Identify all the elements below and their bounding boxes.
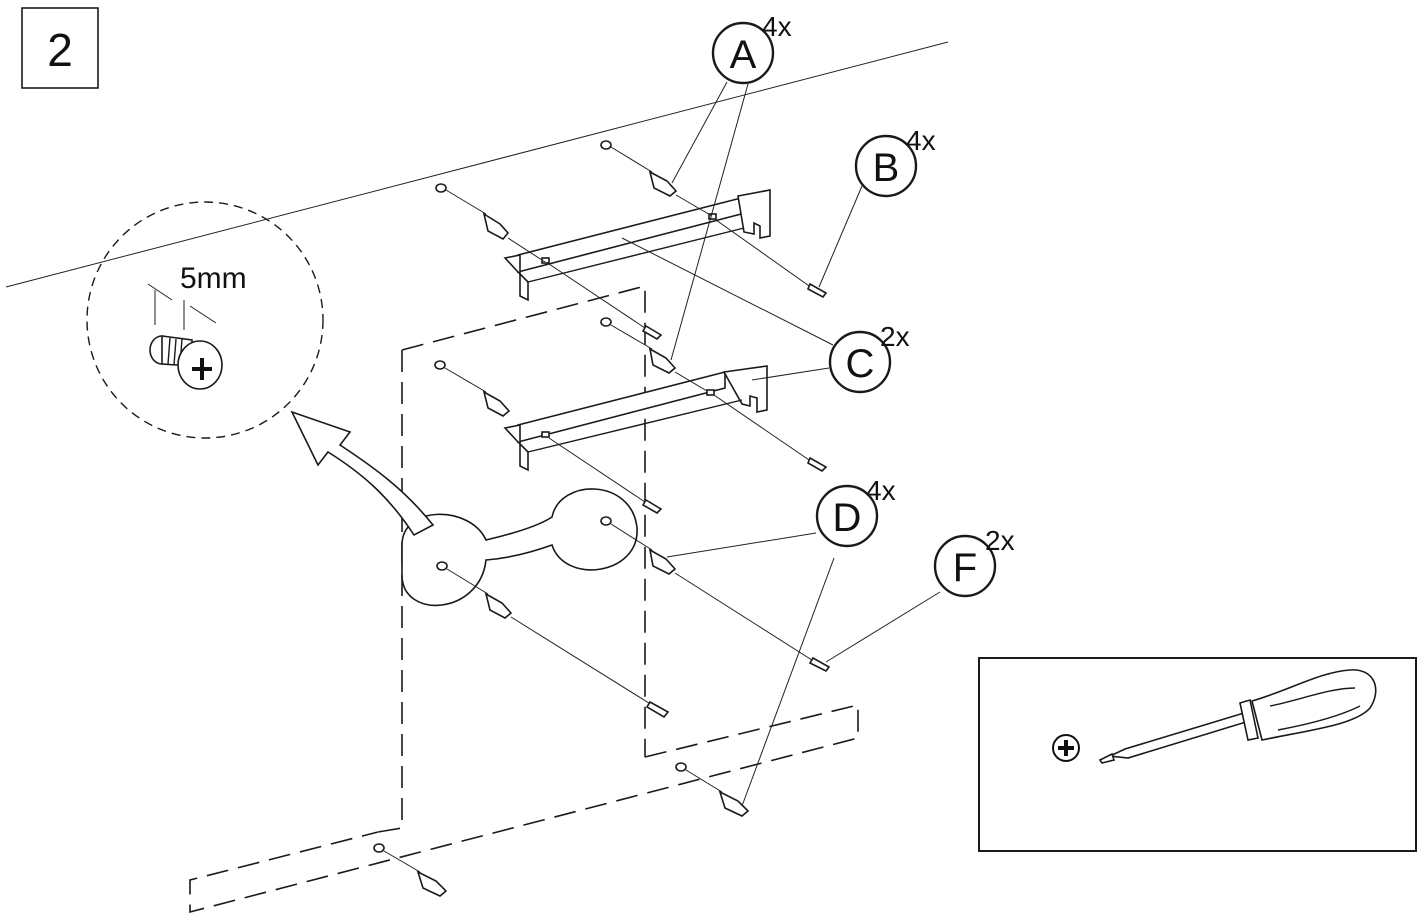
cabinet-outline — [189, 284, 859, 914]
callout-A-letter: A — [730, 33, 757, 77]
callout-D: D 4x — [815, 475, 896, 548]
callout-C-letter: C — [846, 342, 875, 386]
callout-D-qty: 4x — [866, 475, 896, 506]
dimension-label: 5mm — [180, 262, 247, 295]
fasteners-bottom — [373, 762, 750, 897]
callout-A-qty: 4x — [762, 11, 792, 42]
fasteners-hinge — [446, 523, 831, 719]
callout-B-letter: B — [873, 146, 900, 190]
detail-view: 5mm — [86, 201, 324, 439]
leader-lines — [621, 81, 941, 807]
callout-F: F 2x — [933, 525, 1015, 598]
step-number: 2 — [47, 24, 73, 76]
hinge-plate-shape — [401, 488, 638, 607]
callout-C: C 2x — [828, 321, 910, 394]
callout-C-qty: 2x — [880, 321, 910, 352]
callout-F-letter: F — [953, 546, 977, 590]
screw-detail-icon — [149, 335, 223, 390]
callout-A: A 4x — [711, 11, 792, 85]
wall-line — [5, 41, 949, 288]
bracket-upper — [503, 189, 771, 302]
screwdriver-icon — [1098, 669, 1377, 764]
detail-arrow — [290, 410, 435, 537]
callout-D-letter: D — [833, 496, 862, 540]
bracket-lower — [503, 365, 768, 472]
phillips-head-icon — [1052, 734, 1080, 762]
fasteners-upper — [435, 140, 828, 340]
tool-box — [978, 657, 1417, 852]
callout-F-qty: 2x — [985, 525, 1015, 556]
callout-B-qty: 4x — [906, 125, 936, 156]
step-number-box: 2 — [21, 7, 99, 89]
fasteners-lower — [434, 317, 828, 514]
callout-B: B 4x — [854, 125, 936, 198]
